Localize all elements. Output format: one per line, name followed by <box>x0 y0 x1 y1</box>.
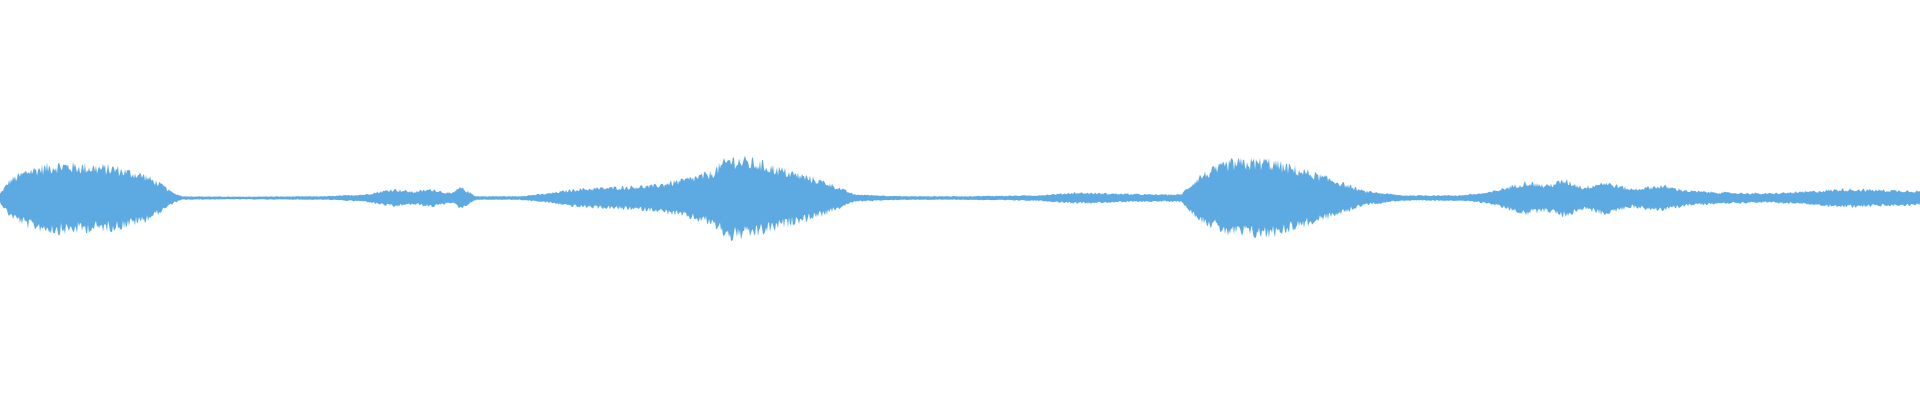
waveform-path <box>0 155 1920 241</box>
